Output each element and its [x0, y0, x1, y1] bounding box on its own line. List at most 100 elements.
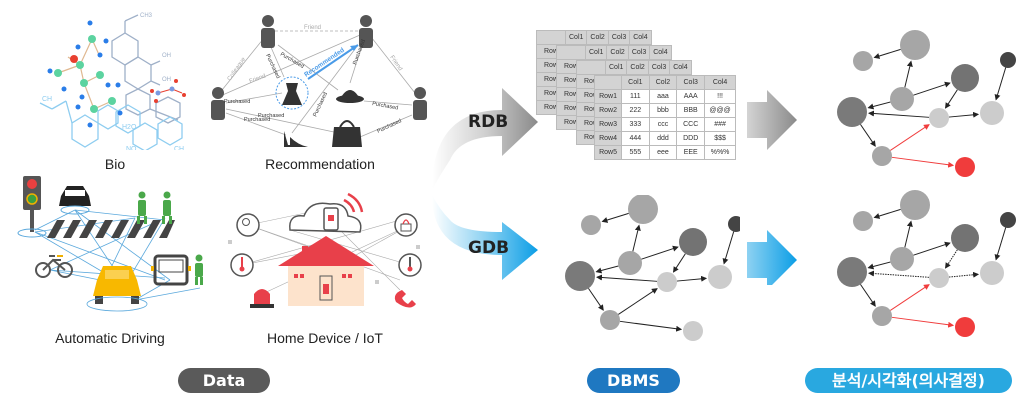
graph-edge	[722, 231, 735, 265]
table-cell: $$$	[704, 131, 736, 146]
svg-text:CH: CH	[42, 96, 52, 103]
panel-label-home-iot: Home Device / IoT	[267, 330, 383, 346]
column-header: Col4	[704, 75, 736, 90]
svg-text:Purchased: Purchased	[258, 113, 284, 119]
svg-text:Colleague: Colleague	[227, 56, 248, 82]
graph-edge	[867, 101, 891, 110]
svg-text:Purchased: Purchased	[312, 91, 329, 117]
pedestrian-icons	[137, 191, 203, 285]
bicycle-icon	[35, 255, 73, 278]
svg-text:Purchased: Purchased	[244, 117, 270, 123]
graph-edge	[904, 60, 913, 88]
table-cell: AAA	[676, 89, 706, 104]
table-cell: DDD	[676, 131, 706, 146]
row-header: Row3	[593, 117, 623, 132]
bio-molecule-illustration: CH3 OH OH CH H2O NO CH	[39, 13, 186, 150]
graph-node	[980, 261, 1004, 285]
graph-node	[618, 251, 642, 275]
row-header: Row5	[593, 145, 623, 160]
gdb-label: GDB	[468, 238, 510, 258]
analysis-arrows	[747, 90, 797, 285]
graph-edge	[588, 288, 604, 311]
row-header: Row4	[593, 131, 623, 146]
column-header: Col2	[648, 75, 678, 90]
graph-node	[853, 51, 873, 71]
row-header: Row2	[593, 103, 623, 118]
graph-edge	[860, 284, 876, 307]
panel-label-automatic-driving: Automatic Driving	[55, 330, 165, 346]
graph-node	[890, 87, 914, 111]
graph-node	[600, 310, 620, 330]
table-cell: 444	[621, 131, 650, 146]
analysis-arrow-gdb	[747, 230, 797, 285]
graph-node	[980, 101, 1004, 125]
table-cell: %%%	[704, 145, 736, 160]
siren-icon	[250, 289, 274, 308]
table-cell: ddd	[648, 131, 678, 146]
column-header: Col3	[676, 75, 706, 90]
graph-edge	[618, 288, 658, 315]
graph-node	[837, 257, 867, 287]
graph-node	[1000, 52, 1016, 68]
gdb-arrow	[432, 195, 538, 280]
graph-edge	[641, 245, 679, 260]
table-cell: ###	[704, 117, 736, 132]
graph-edge	[867, 110, 930, 118]
graph-node	[900, 190, 930, 220]
heel-shoe-icon	[284, 131, 308, 147]
rdb-arrow	[432, 88, 538, 190]
column-header: Col1	[621, 75, 650, 90]
panel-label-bio: Bio	[104, 156, 126, 172]
house-icon	[278, 236, 374, 306]
graph-node	[872, 146, 892, 166]
graph-edge	[632, 224, 641, 252]
highlight-edge	[890, 124, 930, 151]
table-cell: 555	[621, 145, 650, 160]
graph-node	[728, 216, 740, 232]
graph-node	[951, 64, 979, 92]
data-pill: Data	[178, 368, 270, 393]
graph-edge	[672, 253, 686, 273]
bus-icon	[151, 254, 191, 286]
highlight-edge	[890, 284, 930, 311]
phone-icon	[394, 290, 416, 308]
graph-node	[657, 272, 677, 292]
graph-node	[951, 224, 979, 252]
svg-text:OH: OH	[162, 77, 171, 83]
svg-text:Purchased: Purchased	[352, 39, 367, 66]
rdb-label: RDB	[468, 112, 509, 132]
graph-node	[1000, 212, 1016, 228]
lock-icon	[394, 213, 418, 237]
graph-edge	[873, 48, 901, 59]
table-cell: !!!	[704, 89, 736, 104]
table-cell: @@@	[704, 103, 736, 118]
svg-text:OH: OH	[162, 53, 171, 59]
graph-edge	[867, 270, 930, 278]
dbms-pill: DBMS	[587, 368, 680, 393]
graph-edge	[619, 320, 683, 332]
dress-icon	[282, 83, 302, 105]
gdb-graph	[565, 195, 740, 341]
bag-icon	[332, 127, 362, 147]
graph-node	[628, 195, 658, 224]
graph-node	[837, 97, 867, 127]
traffic-light-icon	[23, 176, 41, 232]
table-cell: bbb	[648, 103, 678, 118]
graph-node	[872, 306, 892, 326]
svg-text:Friend: Friend	[249, 73, 267, 84]
row-header: Row1	[593, 89, 623, 104]
graph-node	[565, 261, 595, 291]
svg-text:H2O: H2O	[122, 124, 137, 131]
highlight-node	[955, 157, 975, 177]
graph-edge	[676, 275, 708, 282]
analysis-arrow-rdb	[747, 90, 797, 150]
automatic-driving-illustration	[17, 176, 203, 312]
table-corner	[593, 75, 623, 90]
svg-text:Friend: Friend	[304, 25, 321, 31]
graph-edge	[948, 271, 980, 278]
graph-node	[683, 321, 703, 341]
